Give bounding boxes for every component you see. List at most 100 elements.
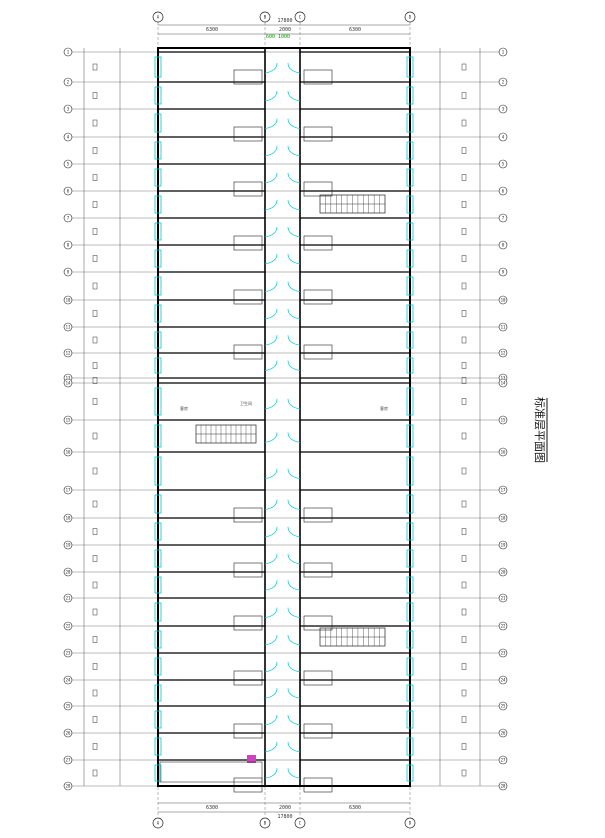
fixtures	[92, 63, 467, 793]
row-bubble-label: 16	[66, 449, 71, 454]
window	[154, 249, 162, 268]
door-swing	[287, 199, 301, 211]
row-bubble-label: 1	[502, 49, 505, 54]
balcony-fixture	[92, 174, 98, 181]
row-bubble	[63, 47, 73, 57]
door-swing	[264, 741, 278, 753]
row-bubble-label: 11	[501, 324, 506, 329]
bottom-dim-seg-3: 6300	[349, 805, 361, 811]
row-bubble-label: 3	[502, 106, 505, 111]
column-bubble	[294, 817, 306, 829]
row-bubble	[63, 322, 73, 332]
row-bubble	[498, 267, 508, 277]
column-bubble-label: A	[157, 15, 160, 20]
row-bubble	[63, 513, 73, 523]
row-bubble-label: 13	[501, 375, 506, 380]
row-bubble-label: 3	[67, 106, 70, 111]
row-bubble-label: 18	[66, 515, 71, 520]
column-bubble	[294, 11, 306, 23]
bathroom-box	[303, 562, 333, 578]
row-bubble-label: 11	[66, 324, 71, 329]
row-bubble	[63, 415, 73, 425]
window	[154, 737, 162, 756]
balcony-fixture	[92, 555, 98, 562]
bathroom-box	[233, 181, 263, 197]
bathroom-box	[303, 69, 333, 85]
row-bubble	[498, 322, 508, 332]
row-bubble	[498, 132, 508, 142]
bathroom-box	[233, 670, 263, 686]
door-swing	[264, 90, 278, 102]
window	[154, 276, 162, 296]
row-bubble-label: 2	[502, 79, 505, 84]
window	[154, 387, 162, 416]
row-bubble-label: 25	[501, 703, 506, 708]
row-bubble-label: 17	[66, 487, 71, 492]
bathroom-box	[303, 181, 333, 197]
column-bubble	[259, 817, 271, 829]
balcony-fixture	[461, 555, 467, 562]
window	[406, 387, 414, 416]
bottom-dim-total: 17800	[277, 814, 292, 820]
balcony-fixture	[461, 119, 467, 127]
window	[154, 222, 162, 241]
stairs	[195, 194, 386, 647]
row-bubble	[63, 781, 73, 791]
row-bubble-label: 4	[502, 134, 505, 139]
window	[154, 357, 162, 374]
bottom-dim-seg-2: 2000	[279, 805, 291, 811]
door-swing	[264, 607, 278, 618]
balcony-fixture	[92, 608, 98, 616]
bathroom-box	[303, 723, 333, 739]
bathroom-box	[233, 235, 263, 251]
door-swing	[287, 714, 301, 726]
bathroom-box	[233, 289, 263, 305]
door-swing	[287, 526, 301, 538]
window	[154, 195, 162, 214]
balcony-fixture	[461, 228, 467, 235]
window	[406, 494, 414, 514]
door-swing	[287, 62, 301, 74]
row-bubble-label: 18	[501, 515, 506, 520]
balcony-fixture	[461, 377, 467, 384]
row-bubble	[63, 648, 73, 658]
balcony-fixture	[461, 689, 467, 697]
row-bubble-label: 24	[66, 677, 71, 682]
window	[154, 657, 162, 676]
column-bubble-label: C	[299, 821, 302, 826]
column-bubble	[404, 11, 416, 23]
balcony-fixture	[92, 528, 98, 535]
bathroom-box	[303, 289, 333, 305]
room-label-3: 卫生间	[240, 400, 252, 406]
window	[406, 764, 414, 782]
row-bubble	[498, 513, 508, 523]
column-bubble-label: B	[264, 15, 267, 20]
window	[154, 684, 162, 702]
balcony-fixture	[461, 336, 467, 344]
window	[154, 602, 162, 622]
bathroom-box	[303, 615, 333, 631]
row-bubble	[63, 77, 73, 87]
room-label-2: 客房	[380, 405, 388, 411]
row-bubble-label: 27	[501, 757, 506, 762]
balcony-fixture	[92, 467, 98, 475]
row-bubble-label: 27	[66, 757, 71, 762]
door-swing	[264, 468, 278, 479]
bathroom-box	[233, 777, 263, 793]
balcony-fixture	[461, 63, 467, 71]
balcony-fixture	[92, 432, 98, 440]
column-bubble-label: D	[409, 821, 412, 826]
door-swing	[287, 768, 301, 779]
row-bubble	[63, 104, 73, 114]
row-bubble-label: 19	[501, 542, 506, 547]
window	[406, 657, 414, 676]
window	[406, 141, 414, 160]
door-swing	[287, 398, 301, 410]
walls	[83, 47, 481, 787]
row-bubble	[63, 621, 73, 631]
door-swing	[287, 281, 301, 292]
row-bubble-label: 22	[501, 623, 506, 628]
row-bubble-label: 9	[502, 269, 505, 274]
door-swing	[264, 432, 278, 443]
